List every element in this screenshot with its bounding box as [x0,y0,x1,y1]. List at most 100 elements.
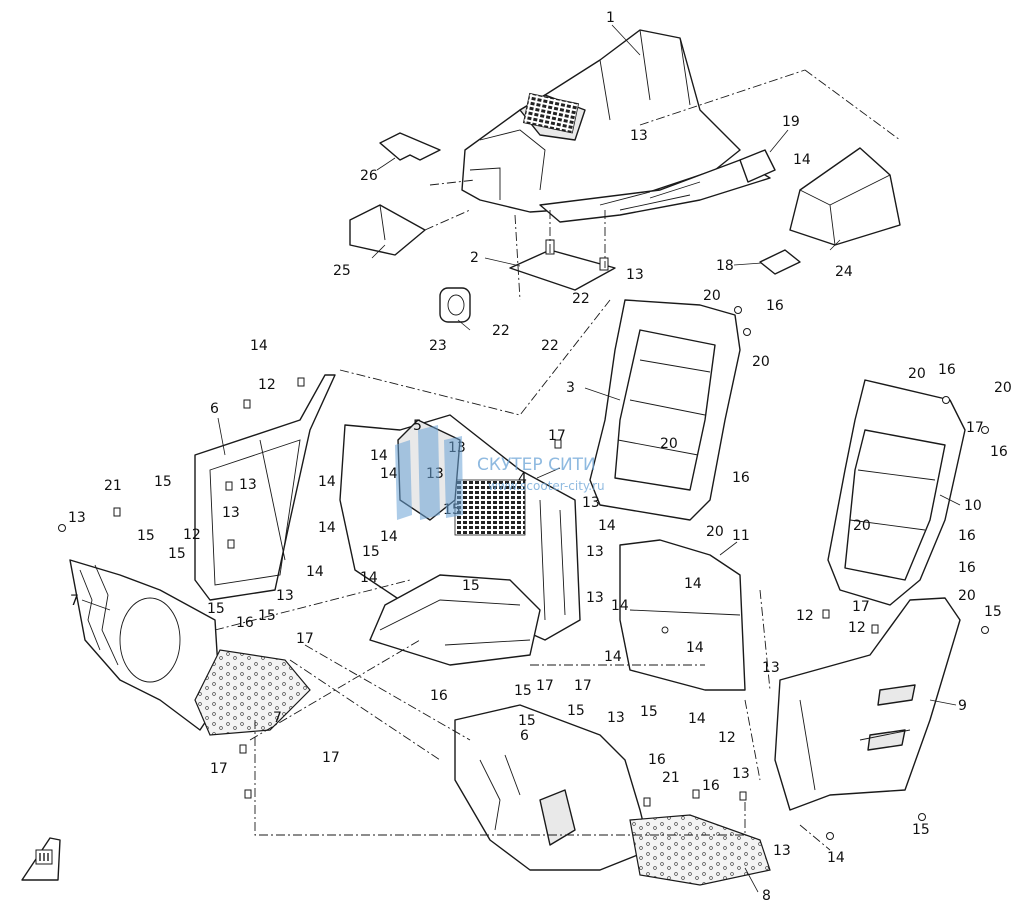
watermark-line2: www.scooter-city.ru [488,479,605,493]
callout-13j: 13 [586,590,604,606]
callout-15k: 15 [567,703,585,719]
fasteners [58,306,989,840]
callout-13: 13 [630,128,648,144]
callout-17c: 17 [852,599,870,615]
callout-14c: 14 [318,474,336,490]
callout-13i: 13 [586,544,604,560]
part-2-plate [509,239,616,291]
part-19-bracket [739,149,776,183]
callout-14n: 14 [604,649,622,665]
callout-12c: 12 [796,608,814,624]
callout-13c: 13 [68,510,86,526]
callout-13o: 13 [773,843,791,859]
callout-7: 7 [70,593,79,609]
part-3-seat-frame [589,299,741,521]
callout-22c: 22 [541,338,559,354]
part-18-pad [759,249,801,275]
part-9-outer-panel [774,597,961,811]
callout-14m: 14 [686,640,704,656]
wheel-arch-panel [369,574,541,666]
callout-15: 15 [154,474,172,490]
callout-13b: 13 [626,267,644,283]
callout-13e: 13 [222,505,240,521]
callout-13d: 13 [239,477,257,493]
callout-16b: 16 [732,470,750,486]
watermark-logo-icon [395,425,463,520]
callout-20g: 20 [853,518,871,534]
callout-16c: 16 [938,362,956,378]
assembly-lines [214,69,901,851]
callout-9: 9 [958,698,967,714]
callout-17g: 17 [536,678,554,694]
direction-arrow-icon [21,837,61,881]
callout-16d: 16 [990,444,1008,460]
callout-10: 10 [964,498,982,514]
callout-19: 19 [782,114,800,130]
callout-2: 2 [470,250,479,266]
callout-21b: 21 [662,770,680,786]
part-23-grommet [439,287,471,323]
callout-13k: 13 [276,588,294,604]
part-1-console-cover [461,29,771,223]
callout-15c: 15 [168,546,186,562]
callout-15j: 15 [518,713,536,729]
callout-18: 18 [716,258,734,274]
callout-20: 20 [703,288,721,304]
callout-12e: 12 [718,730,736,746]
callout-17: 17 [548,428,566,444]
callout-14i: 14 [360,570,378,586]
callout-15b: 15 [137,528,155,544]
callout-22: 22 [572,291,590,307]
callout-23: 23 [429,338,447,354]
part-11-inner-panel [619,539,746,691]
part-8-lower-panel [454,704,771,886]
callout-17f: 17 [210,761,228,777]
callout-16e: 16 [958,528,976,544]
callout-13m: 13 [762,660,780,676]
callout-14e: 14 [306,564,324,580]
callout-24: 24 [835,264,853,280]
callout-15m: 15 [984,604,1002,620]
callout-14g: 14 [380,529,398,545]
part-10-seat-frame [827,379,966,606]
watermark-line1: СКУТЕР СИТИ [477,455,596,475]
callout-16h: 16 [430,688,448,704]
callout-6b: 6 [520,728,529,744]
callout-16g: 16 [236,615,254,631]
callout-22b: 22 [492,323,510,339]
callout-13n: 13 [732,766,750,782]
callout-13h: 13 [582,495,600,511]
callout-16f: 16 [958,560,976,576]
callout-21: 21 [104,478,122,494]
callout-12: 12 [258,377,276,393]
callout-15i: 15 [514,683,532,699]
callout-4: 4 [518,471,527,487]
watermark: СКУТЕР СИТИ www.scooter-city.ru [395,425,605,520]
callout-20d: 20 [706,524,724,540]
callout-15d: 15 [207,601,225,617]
callout-12d: 12 [848,620,866,636]
callout-25: 25 [333,263,351,279]
callout-17b: 17 [966,420,984,436]
callout-13l: 13 [607,710,625,726]
part-7-lower-panel [69,559,311,736]
callout-16: 16 [766,298,784,314]
callout-20e: 20 [908,366,926,382]
leader-lines [81,24,961,893]
callout-14k: 14 [611,598,629,614]
callout-20c: 20 [660,436,678,452]
callout-14: 14 [250,338,268,354]
callout-16i: 16 [648,752,666,768]
callout-15e: 15 [258,608,276,624]
callout-11: 11 [732,528,750,544]
callout-14j: 14 [598,518,616,534]
callout-14f: 14 [380,466,398,482]
callout-6: 6 [210,401,219,417]
callout-20f: 20 [994,380,1012,396]
part-26-sheet [379,132,441,161]
callout-15f: 15 [362,544,380,560]
callout-20b: 20 [752,354,770,370]
callout-14b: 14 [793,152,811,168]
callout-15h: 15 [462,578,480,594]
